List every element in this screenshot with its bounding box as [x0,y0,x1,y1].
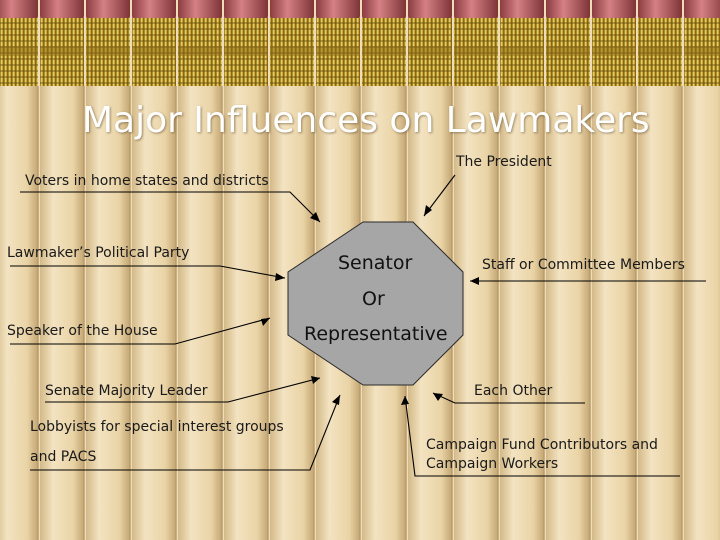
center-label-representative: Representative [304,323,448,345]
center-label-senator: Senator [338,252,413,274]
lobbyists-label-line1: Lobbyists for special interest groups [30,419,284,435]
campaign-label-line2: Campaign Workers [426,456,559,472]
staff-label: Staff or Committee Members [482,257,685,273]
majority-leader-label: Senate Majority Leader [45,383,208,399]
campaign-label-line1: Campaign Fund Contributors and [426,437,658,453]
pencil [0,0,39,540]
staff-arrowhead [470,277,479,285]
lobbyists-arrowhead [332,395,340,405]
party-connector [10,265,286,279]
pencil [178,0,223,540]
pencil [500,0,545,540]
lobbyists-label-line2: and PACS [30,449,97,465]
pencil [546,0,591,540]
voters-connector [20,191,321,223]
center-label-or: Or [362,288,385,310]
party-label: Lawmaker’s Political Party [7,245,190,261]
president-arrowhead [424,205,432,216]
voters-label: Voters in home states and districts [25,173,269,189]
pencil [592,0,637,540]
party-arrowhead [275,273,285,281]
pencil [684,0,720,540]
campaign-arrowhead [401,396,409,405]
speaker-arrowhead [261,318,270,326]
president-label: The President [456,154,552,170]
campaign-connector [404,395,680,477]
speaker-connector [10,317,271,345]
center-octagon [287,221,464,386]
voters-arrowhead [310,212,320,222]
slide-title: Major Influences on Lawmakers [82,100,650,141]
pencil [40,0,85,540]
pencil [132,0,177,540]
lobbyists-connector [30,394,341,471]
speaker-label: Speaker of the House [7,323,158,339]
each-other-arrowhead [433,393,443,401]
majority-leader-connector [45,377,321,403]
each-other-label: Each Other [474,383,553,399]
pencil [86,0,131,540]
pencil [224,0,269,540]
pencil [638,0,683,540]
majority-leader-arrowhead [311,376,320,384]
